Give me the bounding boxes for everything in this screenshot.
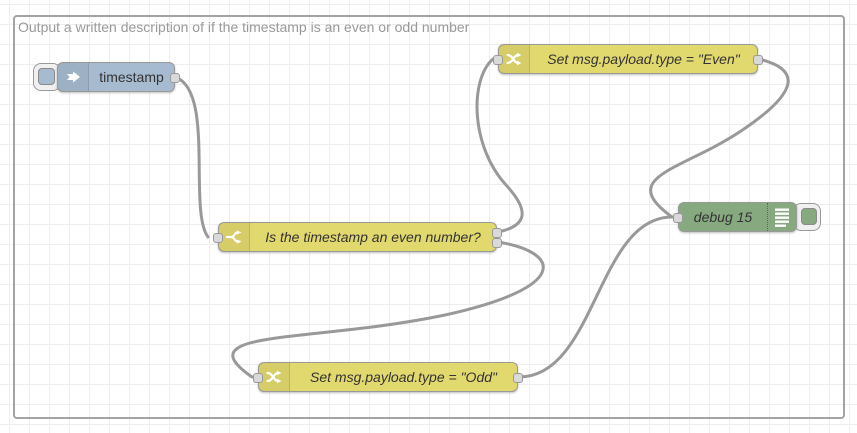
node-switch[interactable]: Is the timestamp an even number? (213, 222, 502, 252)
wire-switch-to-change-odd[interactable] (231, 240, 545, 379)
debug-toggle-inner (801, 208, 817, 225)
port-output-1[interactable] (492, 228, 502, 238)
node-label: Set msg.payload.type = "Even" (547, 51, 740, 67)
port-input[interactable] (673, 213, 683, 223)
port-output[interactable] (513, 373, 523, 383)
node-label: timestamp (99, 69, 164, 85)
node-debug[interactable]: debug 15 (673, 202, 797, 232)
wire-change-even-to-debug[interactable] (649, 57, 790, 219)
inject-button[interactable] (33, 63, 61, 91)
port-input[interactable] (213, 233, 223, 243)
change-swap-icon (259, 363, 290, 391)
debug-toggle-button[interactable] (793, 203, 821, 231)
port-output[interactable] (170, 73, 180, 83)
wire-switch-to-change-even[interactable] (475, 57, 524, 234)
wire-timestamp-to-switch[interactable] (173, 75, 210, 239)
inject-arrow-icon (58, 63, 89, 91)
node-change-even[interactable]: Set msg.payload.type = "Even" (493, 44, 763, 74)
inject-button-inner (38, 68, 55, 85)
node-label: debug 15 (693, 209, 753, 225)
node-label: Is the timestamp an even number? (265, 229, 481, 245)
port-output[interactable] (753, 55, 763, 65)
node-label: Set msg.payload.type = "Odd" (310, 369, 497, 385)
group-box[interactable]: Output a written description of if the t… (13, 15, 845, 419)
change-swap-icon (499, 45, 530, 73)
wire-change-odd-to-debug[interactable] (517, 215, 674, 379)
node-inject-timestamp[interactable]: timestamp (57, 62, 180, 92)
port-input[interactable] (253, 373, 263, 383)
node-change-odd[interactable]: Set msg.payload.type = "Odd" (253, 362, 523, 392)
port-output-2[interactable] (492, 238, 502, 248)
debug-list-icon (767, 203, 796, 231)
group-label: Output a written description of if the t… (18, 19, 470, 35)
port-input[interactable] (493, 55, 503, 65)
switch-fork-icon (219, 223, 250, 251)
